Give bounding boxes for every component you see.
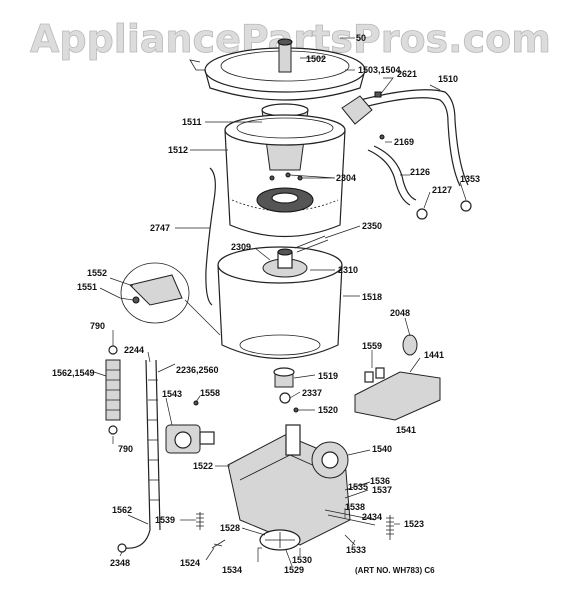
hose-2747 bbox=[205, 167, 216, 306]
leader-lines bbox=[93, 37, 467, 567]
label-2126: 2126 bbox=[410, 167, 430, 177]
label-2169: 2169 bbox=[394, 137, 414, 147]
label-1512: 1512 bbox=[168, 145, 188, 155]
label-1353: 1353 bbox=[460, 174, 480, 184]
label-2236: 2236,2560 bbox=[176, 365, 219, 375]
hose-1510 bbox=[341, 89, 469, 187]
wash-basket bbox=[224, 114, 346, 238]
label-1543: 1543 bbox=[162, 389, 182, 399]
label-1441: 1441 bbox=[424, 350, 444, 360]
label-2337: 2337 bbox=[302, 388, 322, 398]
clamp-2127 bbox=[416, 208, 428, 220]
label-1522: 1522 bbox=[193, 461, 213, 471]
clamp-1353 bbox=[460, 200, 472, 212]
part-labels: 50 1502 1503,1504 2621 1510 1511 2169 15… bbox=[52, 33, 480, 575]
label-2304: 2304 bbox=[336, 173, 356, 183]
label-1533: 1533 bbox=[346, 545, 366, 555]
label-1530: 1530 bbox=[292, 555, 312, 565]
label-1502: 1502 bbox=[306, 54, 326, 64]
pulley-1519 bbox=[273, 367, 299, 413]
label-1552: 1552 bbox=[87, 268, 107, 278]
label-1518: 1518 bbox=[362, 292, 382, 302]
label-1511: 1511 bbox=[182, 117, 202, 127]
label-1534: 1534 bbox=[222, 565, 242, 575]
label-1541: 1541 bbox=[396, 425, 416, 435]
label-1520: 1520 bbox=[318, 405, 338, 415]
label-1562: 1562 bbox=[112, 505, 132, 515]
label-2048: 2048 bbox=[390, 308, 410, 318]
art-number: (ART NO. WH783) C6 bbox=[355, 566, 435, 575]
label-1510: 1510 bbox=[438, 74, 458, 84]
label-2310: 2310 bbox=[338, 265, 358, 275]
label-790-top: 790 bbox=[90, 321, 105, 331]
label-2309: 2309 bbox=[231, 242, 251, 252]
label-2350: 2350 bbox=[362, 221, 382, 231]
label-1523: 1523 bbox=[404, 519, 424, 529]
label-2621: 2621 bbox=[397, 69, 417, 79]
tub-cover bbox=[189, 38, 366, 101]
label-1536: 1536 bbox=[370, 476, 390, 486]
label-790-bottom: 790 bbox=[118, 444, 133, 454]
hose-2126 bbox=[367, 149, 411, 206]
label-2244: 2244 bbox=[124, 345, 144, 355]
label-1503: 1503,1504 bbox=[358, 65, 401, 75]
water-valve bbox=[165, 400, 215, 454]
label-1539: 1539 bbox=[155, 515, 175, 525]
label-2434: 2434 bbox=[362, 512, 382, 522]
label-2127: 2127 bbox=[432, 185, 452, 195]
motor-base bbox=[227, 424, 351, 551]
control-housing bbox=[354, 334, 441, 421]
label-1559: 1559 bbox=[362, 341, 382, 351]
label-1519: 1519 bbox=[318, 371, 338, 381]
label-1562-1549: 1562,1549 bbox=[52, 368, 95, 378]
label-2747: 2747 bbox=[150, 223, 170, 233]
watermark-text: AppliancePartsPros.com bbox=[30, 17, 551, 61]
label-1558: 1558 bbox=[200, 388, 220, 398]
fill-hose bbox=[117, 359, 161, 553]
label-1529: 1529 bbox=[284, 565, 304, 575]
springs bbox=[196, 509, 394, 549]
label-1537: 1537 bbox=[372, 485, 392, 495]
transmission-top bbox=[262, 235, 329, 278]
label-1551: 1551 bbox=[77, 282, 97, 292]
drain-hose-left bbox=[105, 345, 121, 435]
spin-hub bbox=[256, 172, 314, 213]
bracket-inset bbox=[120, 262, 221, 336]
label-1535: 1535 bbox=[348, 482, 368, 492]
label-1538: 1538 bbox=[345, 502, 365, 512]
label-1524: 1524 bbox=[180, 558, 200, 568]
label-50: 50 bbox=[356, 33, 366, 43]
label-1528: 1528 bbox=[220, 523, 240, 533]
label-1540: 1540 bbox=[372, 444, 392, 454]
label-2348: 2348 bbox=[110, 558, 130, 568]
screw-2169 bbox=[379, 134, 385, 140]
